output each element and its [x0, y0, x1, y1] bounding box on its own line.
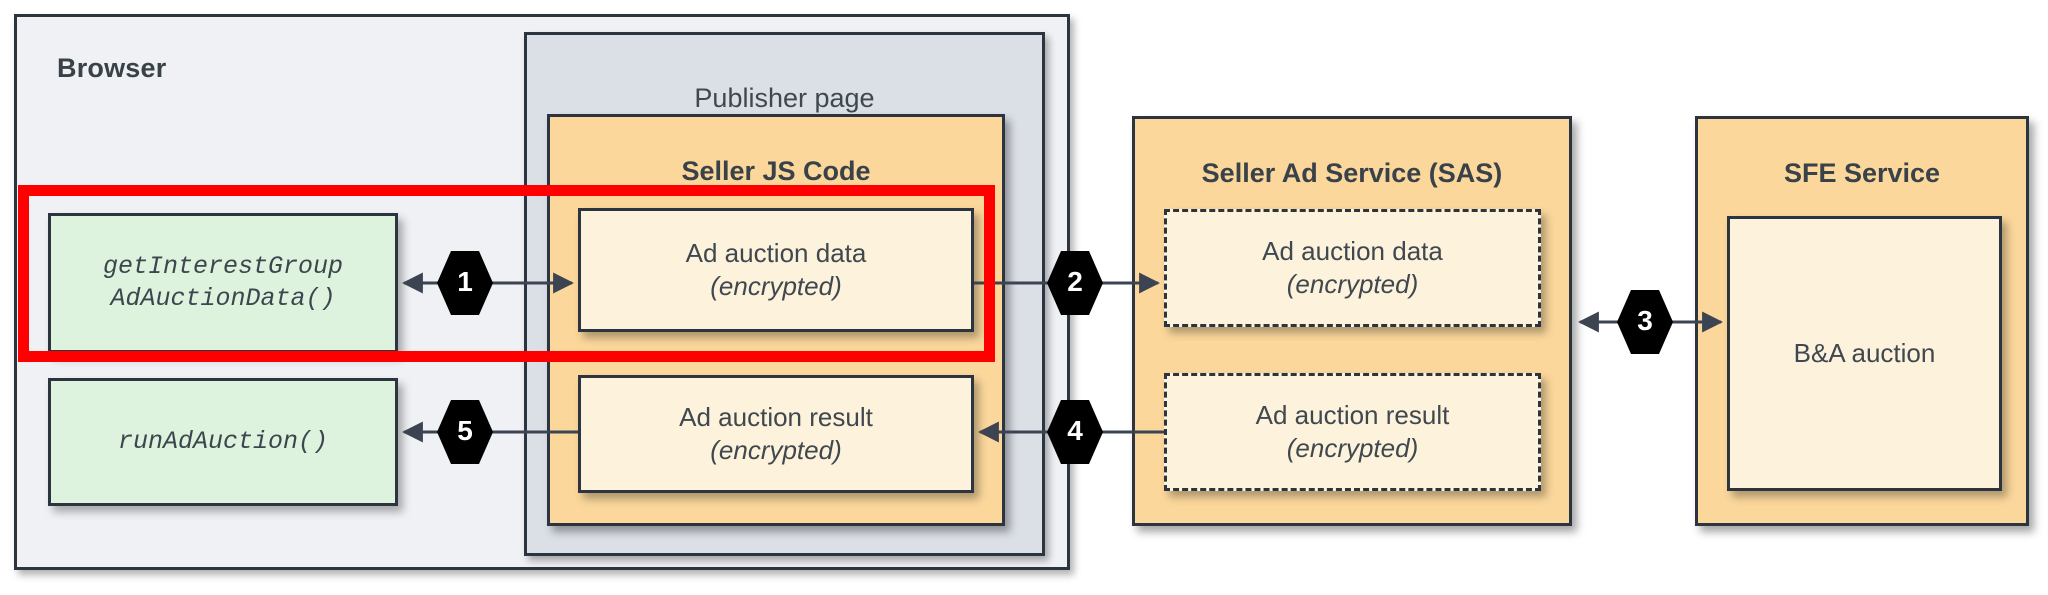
api-box-line1: runAdAuction()	[117, 427, 329, 456]
run-ad-auction-box: runAdAuction()	[48, 378, 398, 506]
step-badge-1: 1	[437, 251, 493, 315]
box-line1: Ad auction result	[1255, 399, 1450, 430]
step-badge-number: 5	[457, 415, 473, 446]
step-badge-3: 3	[1617, 290, 1673, 354]
step-badge-2: 2	[1047, 251, 1103, 315]
step-badge-5: 5	[437, 400, 493, 464]
box-line1: Ad auction data	[685, 237, 867, 268]
publisher-page-label: Publisher page	[694, 83, 875, 113]
box-line1: Ad auction result	[679, 401, 873, 432]
get-interest-group-ad-auction-data-box: getInterestGroup AdAuctionData()	[48, 213, 398, 353]
box-line2: (encrypted)	[710, 271, 842, 301]
box-line2: (encrypted)	[710, 435, 842, 465]
step-badge-number: 4	[1067, 415, 1083, 446]
box-line1: B&A auction	[1793, 337, 1936, 368]
step-badge-4: 4	[1047, 400, 1103, 464]
step-badge-number: 1	[457, 266, 473, 297]
sas-ad-auction-result-box: Ad auction result (encrypted)	[1164, 373, 1541, 491]
api-box-line2: AdAuctionData()	[110, 284, 336, 313]
sas-ad-auction-data-box: Ad auction data (encrypted)	[1164, 209, 1541, 327]
sfe-service-label: SFE Service	[1783, 158, 1941, 188]
step-badge-number: 2	[1067, 266, 1083, 297]
box-line1: Ad auction data	[1262, 235, 1443, 266]
box-line2: (encrypted)	[1286, 269, 1419, 299]
ba-auction-box: B&A auction	[1727, 216, 2002, 491]
api-box-line1: getInterestGroup	[102, 252, 344, 281]
box-line2: (encrypted)	[1286, 433, 1419, 463]
seller-ad-service-label: Seller Ad Service (SAS)	[1201, 158, 1503, 188]
seller-js-ad-auction-data-box: Ad auction data (encrypted)	[578, 208, 974, 332]
browser-label: Browser	[57, 53, 167, 83]
seller-js-code-label: Seller JS Code	[681, 156, 871, 186]
seller-js-ad-auction-result-box: Ad auction result (encrypted)	[578, 375, 974, 493]
step-badge-number: 3	[1637, 305, 1653, 336]
